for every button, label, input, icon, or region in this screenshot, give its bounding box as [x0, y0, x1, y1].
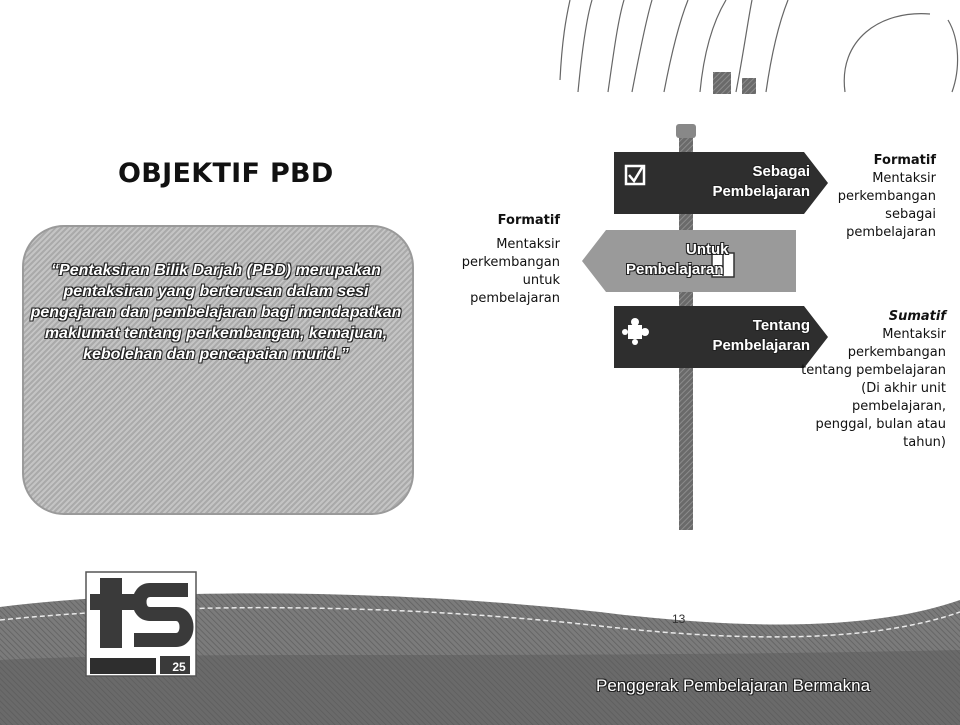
page-number: 13 [672, 612, 686, 626]
sign-sebagai-label: Sebagai Pembelajaran [712, 163, 810, 200]
logo-number: 25 [172, 660, 186, 674]
sign-tentang-label: Tentang Pembelajaran [712, 317, 810, 354]
signpost-pole-cap [676, 124, 696, 138]
sketch-block-decoration [713, 72, 731, 94]
quote-text: “Pentaksiran Bilik Darjah (PBD) merupaka… [30, 262, 402, 363]
sketch-lines-decoration [559, 0, 959, 93]
book-icon [711, 252, 735, 278]
footer-dashed-line [0, 606, 960, 638]
desc-untuk: Formatif Mentaksir perkembangan untuk pe… [461, 213, 560, 306]
sign-untuk [582, 230, 796, 292]
sign-untuk-label: Untuk Pembelajaran [626, 241, 729, 278]
slide-title: OBJEKTIF PBD [118, 158, 334, 189]
checkbox-icon [624, 164, 646, 186]
desc-sebagai: Formatif Mentaksir perkembangan sebagai … [837, 153, 936, 240]
puzzle-icon [622, 318, 649, 345]
footer-tagline: Penggerak Pembelajaran Bermakna [596, 676, 871, 695]
sketch-block-decoration [742, 78, 756, 94]
quote-box [22, 225, 414, 515]
sign-sebagai [614, 152, 828, 214]
sign-tentang [614, 306, 828, 368]
desc-tentang: Sumatif Mentaksir perkembangan tentang p… [801, 309, 946, 450]
